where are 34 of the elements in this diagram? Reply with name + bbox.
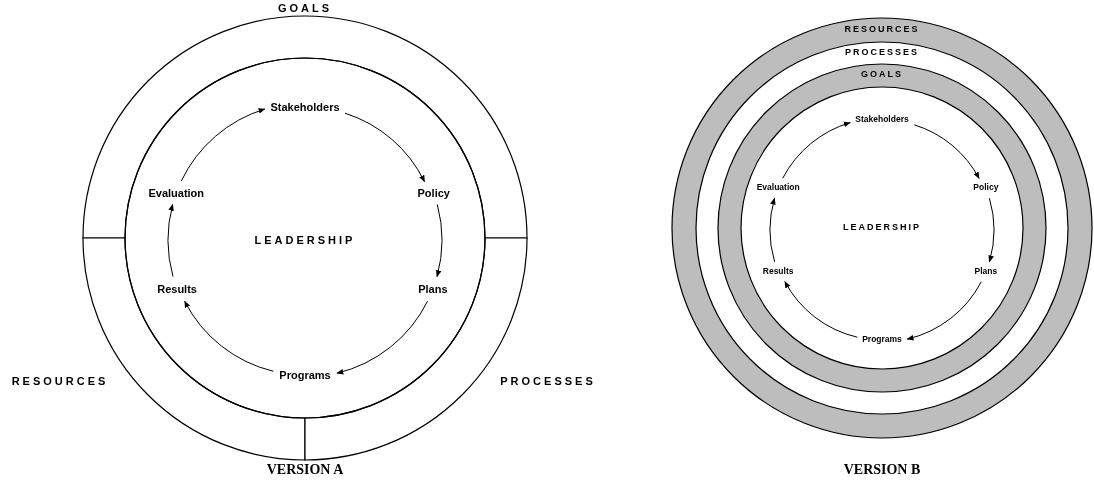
arrow [184, 300, 274, 372]
segment-label: RESOURCES [11, 374, 109, 388]
cycle-step-label: Results [157, 283, 197, 296]
cycle-step-label: Plans [974, 267, 998, 277]
ring-label: RESOURCES [844, 25, 920, 35]
segment-label: GOALS [277, 1, 333, 15]
cycle-step-label: Programs [279, 368, 331, 382]
cycle-step-label: Programs [862, 335, 902, 345]
ring-label: GOALS [861, 70, 903, 80]
arrow [784, 281, 858, 338]
cycle-step-label: Stakeholders [270, 100, 340, 114]
arrow [336, 300, 429, 375]
cycle-step-label: Results [762, 267, 794, 277]
arrow [180, 108, 266, 182]
cycle-step-label: Stakeholders [855, 115, 909, 125]
arrow [435, 204, 443, 278]
arrow [988, 197, 995, 263]
version-caption: VERSION A [266, 462, 344, 478]
arrow [167, 203, 175, 278]
arrow [344, 112, 425, 183]
ring-label: LEADERSHIP [254, 233, 356, 247]
version-caption: VERSION B [843, 462, 921, 478]
cycle-step-label: Evaluation [148, 187, 205, 200]
cycle-step-label: Evaluation [756, 183, 800, 193]
segment-label: PROCESSES [500, 374, 596, 388]
arrow [913, 124, 980, 179]
ring-label: PROCESSES [845, 48, 919, 58]
ring-label: LEADERSHIP [843, 223, 921, 233]
cycle-step-label: Plans [418, 283, 448, 296]
cycle-step-label: Policy [417, 187, 450, 200]
arrow [769, 197, 776, 263]
cycle-step-label: Policy [973, 183, 999, 193]
arrow [782, 122, 851, 179]
arrow [906, 281, 982, 340]
